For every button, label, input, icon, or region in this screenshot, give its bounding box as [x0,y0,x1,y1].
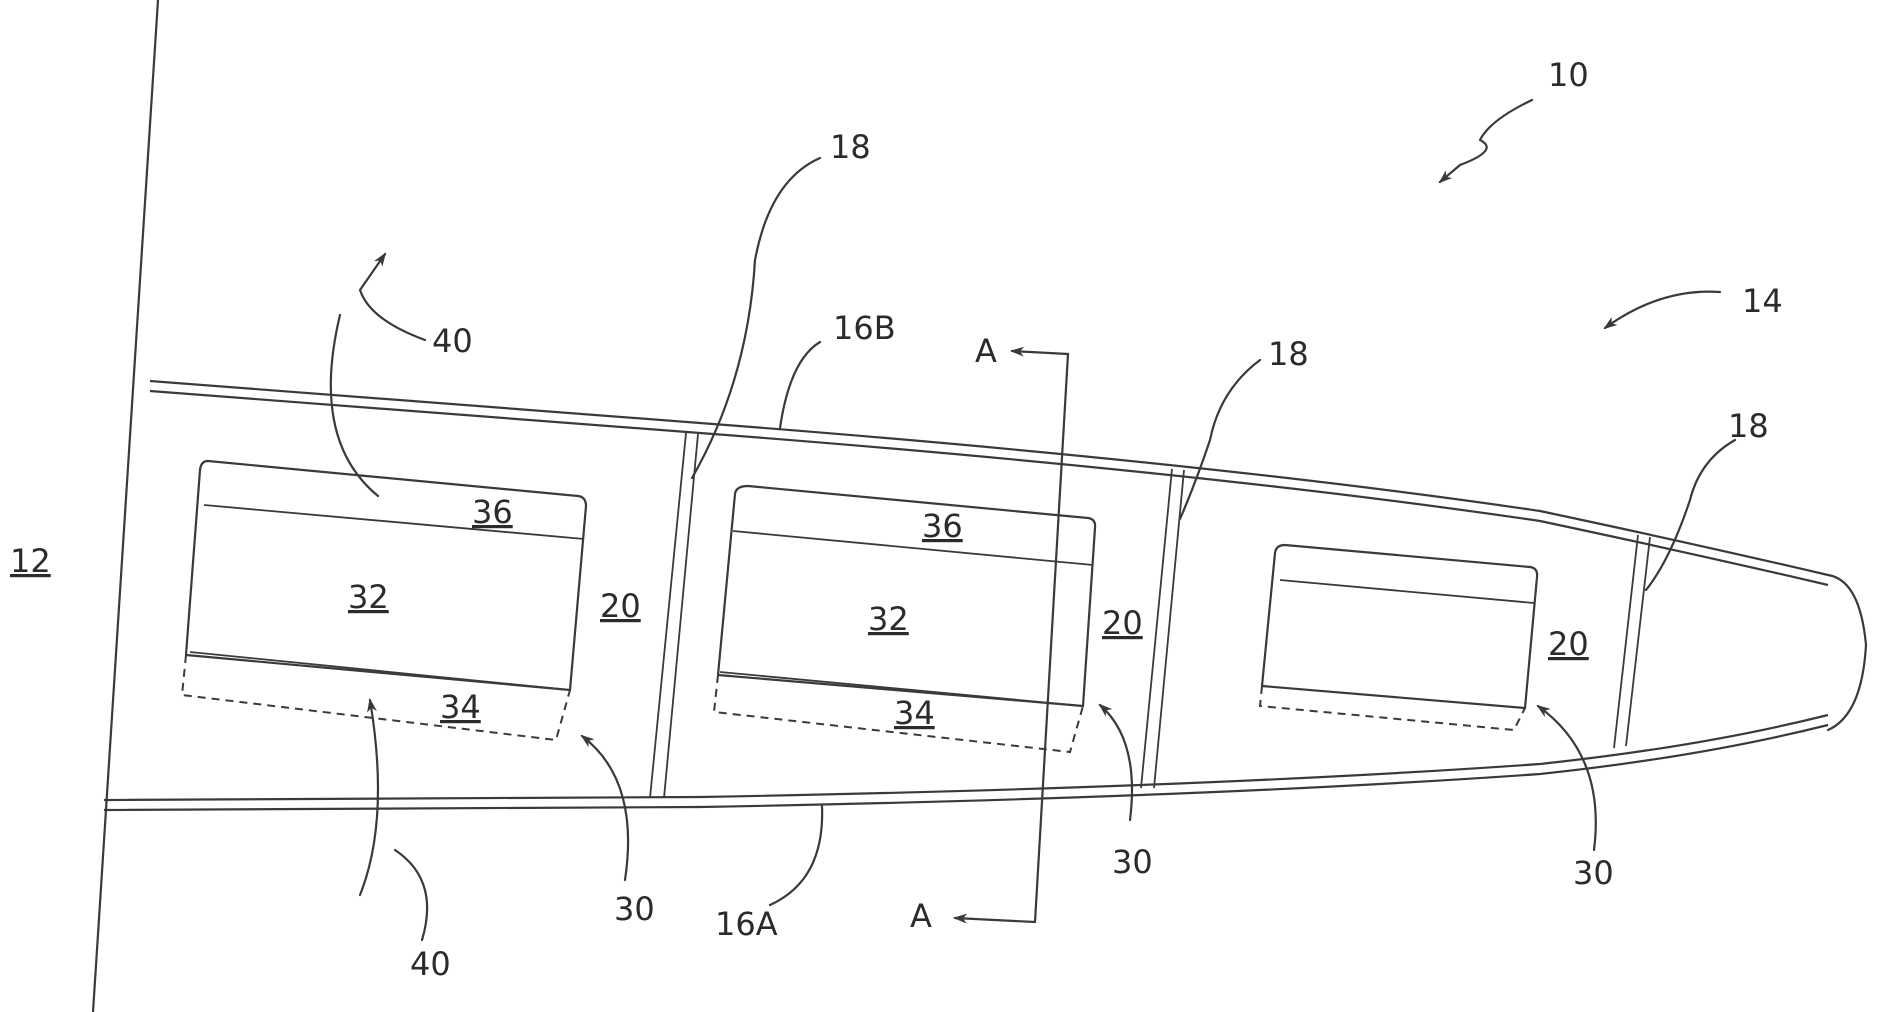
spar-3 [1614,535,1650,748]
label-34-2: 34 [894,694,935,732]
label-36-1: 36 [472,493,513,531]
label-36-2: 36 [922,507,963,545]
label-20-3: 20 [1548,625,1589,663]
cartridge-3 [1260,545,1537,730]
label-30-2: 30 [1112,843,1153,881]
label-32-2: 32 [868,600,909,638]
label-20-1: 20 [600,587,641,625]
section-line [955,351,1068,922]
spar-1 [650,433,698,798]
label-34-1: 34 [440,688,481,726]
label-32-1: 32 [348,578,389,616]
label-18-mid: 18 [1268,335,1309,373]
spar-2 [1141,469,1184,788]
label-40-top: 40 [432,322,473,360]
label-16b: 16B [833,309,896,347]
label-14: 14 [1742,282,1783,320]
label-12: 12 [10,542,51,580]
lower-skin [104,715,1828,810]
blade-tip [1828,575,1866,730]
label-30-1: 30 [614,890,655,928]
label-a-top: A [975,332,997,370]
leader-lines [331,100,1735,940]
label-18-top: 18 [830,128,871,166]
body-boundary-line [93,0,158,1012]
label-16a: 16A [715,905,778,943]
label-40-bottom: 40 [410,945,451,983]
label-18-right: 18 [1728,407,1769,445]
label-a-bottom: A [910,897,932,935]
label-30-3: 30 [1573,854,1614,892]
reference-labels: 10 12 14 16B 16A 18 18 18 20 20 20 30 30… [10,56,1783,983]
label-20-2: 20 [1102,604,1143,642]
label-10: 10 [1548,56,1589,94]
